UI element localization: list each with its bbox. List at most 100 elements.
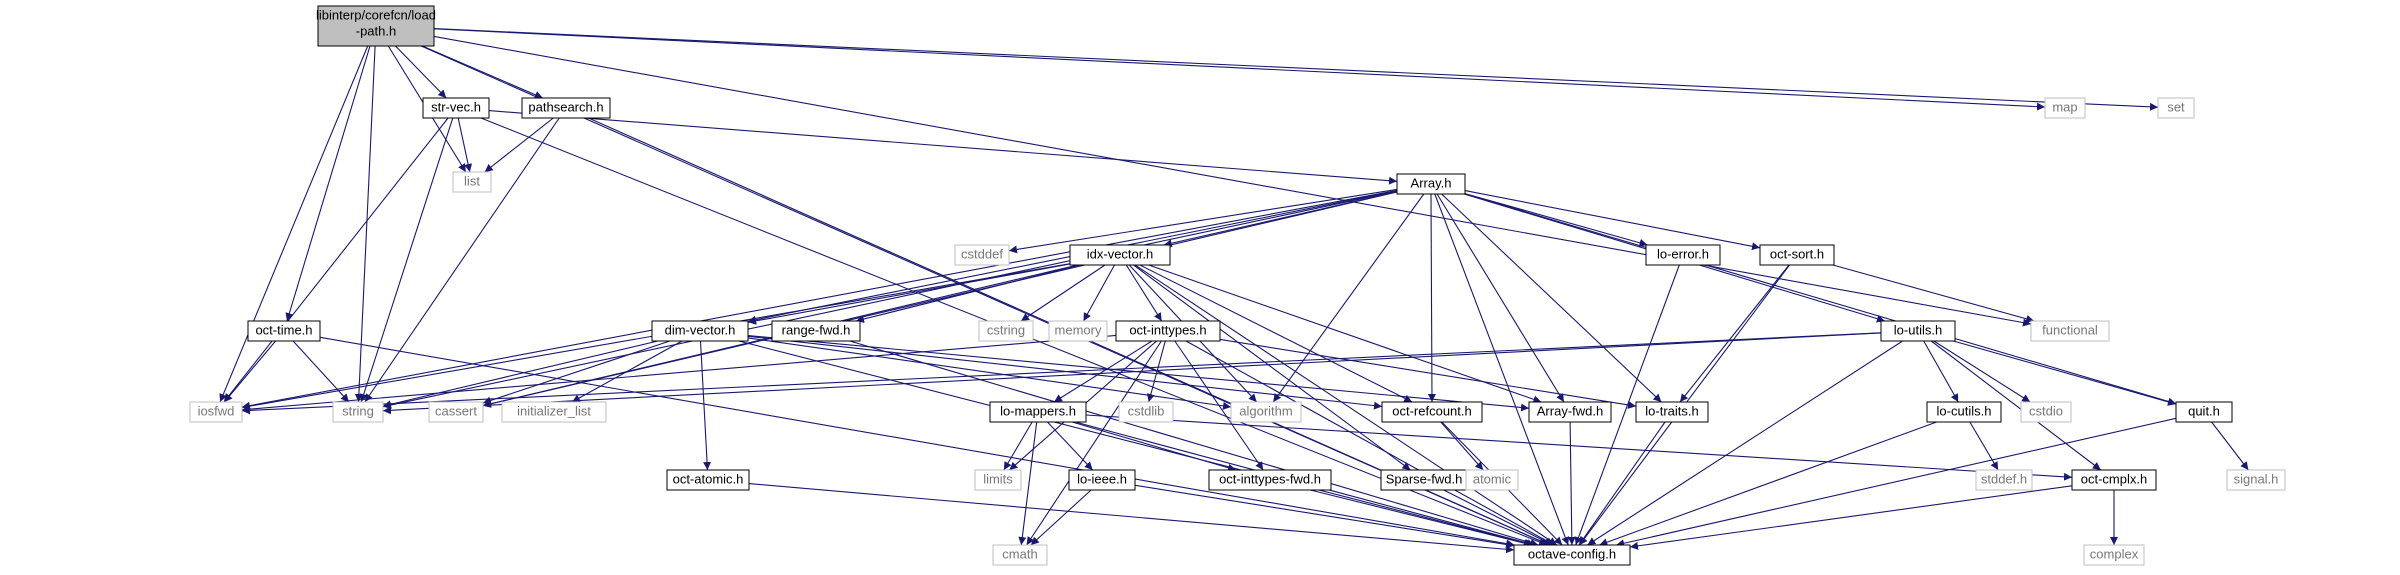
node-pathsearch[interactable]: pathsearch.h	[521, 97, 611, 119]
node-quith[interactable]: quit.h	[2175, 401, 2233, 423]
edge-line	[484, 117, 554, 173]
node-idxvector[interactable]: idx-vector.h	[1069, 244, 1171, 266]
edge-line	[1125, 264, 1163, 322]
node-octcmplx[interactable]: oct-cmplx.h	[2071, 469, 2157, 491]
node-locutils[interactable]: lo-cutils.h	[1926, 401, 2002, 423]
node-box	[521, 97, 611, 119]
edge-line	[1030, 489, 1092, 546]
edge-arrayh-to-string	[382, 190, 1398, 409]
node-loerror[interactable]: lo-error.h	[1645, 244, 1721, 266]
node-label: oct-atomic.h	[673, 471, 744, 486]
edge-arrayh-to-octaveconfig	[1434, 193, 1570, 546]
node-box	[1069, 244, 1171, 266]
edge-line	[422, 45, 544, 99]
node-label: Sparse-fwd.h	[1386, 471, 1463, 486]
edge-loutils-to-string	[382, 332, 1882, 415]
node-label: octave-config.h	[1528, 546, 1616, 561]
edge-idxvector-to-octaveconfig	[1134, 264, 1558, 546]
edge-strvec-to-iosfwd	[223, 117, 449, 403]
node-loutils[interactable]: lo-utils.h	[1880, 320, 1956, 342]
node-label: Array.h	[1411, 175, 1452, 190]
node-box	[2083, 544, 2145, 566]
node-initlist: initializer_list	[501, 401, 607, 423]
edge-lomappers-to-octcmplx	[1085, 414, 2073, 481]
edge-dimvector-to-octatomic	[699, 340, 712, 471]
edge-line	[1434, 193, 1570, 546]
node-label: range-fwd.h	[782, 322, 851, 337]
edge-arrayh-to-octrefcount	[1427, 193, 1436, 403]
node-octinttypesfwd[interactable]: oct-inttypes-fwd.h	[1208, 469, 1332, 491]
node-lomappers[interactable]: lo-mappers.h	[989, 401, 1087, 423]
edge-line	[1930, 340, 2102, 471]
edge-sparsefwd-to-octaveconfig	[1443, 489, 1553, 546]
edge-line	[1587, 340, 1903, 546]
node-loieee[interactable]: lo-ieee.h	[1068, 469, 1136, 491]
node-label: quit.h	[2188, 403, 2220, 418]
node-label: algorithm	[1239, 403, 1292, 418]
node-lotraits[interactable]: lo-traits.h	[1635, 401, 1709, 423]
node-label: oct-time.h	[255, 322, 312, 337]
edge-root-to-map	[433, 28, 2046, 111]
edge-loutils-to-iosfwd	[241, 332, 1882, 415]
node-arrayfwd[interactable]: Array-fwd.h	[1528, 401, 1612, 423]
node-box	[1528, 401, 1612, 423]
edge-line	[223, 340, 277, 403]
node-label: oct-refcount.h	[1392, 403, 1472, 418]
node-octtime[interactable]: oct-time.h	[247, 320, 321, 342]
node-label: oct-inttypes.h	[1129, 322, 1206, 337]
node-box	[1975, 469, 2033, 491]
edge-line	[1008, 188, 1398, 254]
edge-line	[241, 334, 1117, 414]
edge-line	[1464, 190, 1761, 251]
edge-lomappers-to-octinttypesfwd	[1071, 421, 1237, 472]
node-label: string	[342, 403, 374, 418]
edge-line	[364, 117, 560, 403]
edge-idxvector-to-dimvector	[747, 263, 1071, 325]
edge-line	[1832, 264, 2035, 323]
edge-idxvector-to-octrefcount	[1139, 264, 1413, 403]
edge-arrayh-to-quith	[1464, 193, 2177, 406]
node-rangefwd[interactable]: range-fwd.h	[771, 320, 861, 342]
node-cstddef: cstddef	[954, 244, 1010, 266]
edge-octsort-to-lotraits	[1679, 264, 1790, 403]
edge-rangefwd-to-octaveconfig	[849, 340, 1539, 547]
node-box	[332, 401, 384, 423]
edge-line	[382, 340, 658, 409]
edge-loutils-to-locutils	[1923, 340, 1959, 403]
node-octatomic[interactable]: oct-atomic.h	[666, 469, 750, 491]
node-set: set	[2157, 97, 2195, 119]
node-octsort[interactable]: oct-sort.h	[1759, 244, 1835, 266]
node-octrefcount[interactable]: oct-refcount.h	[1381, 401, 1483, 423]
edge-arrayh-to-iosfwd	[241, 189, 1398, 410]
node-functional: functional	[2030, 320, 2110, 342]
node-label: oct-inttypes-fwd.h	[1219, 471, 1321, 486]
edge-line	[1133, 264, 1411, 471]
node-label: initializer_list	[517, 403, 591, 418]
edge-line	[292, 340, 350, 403]
edge-line	[1629, 485, 2073, 550]
node-box	[2020, 401, 2072, 423]
node-box	[501, 401, 607, 423]
edge-line	[1464, 193, 2177, 406]
node-arrayh[interactable]: Array.h	[1396, 173, 1466, 195]
node-label: cstddef	[961, 246, 1003, 261]
node-sparsefwd[interactable]: Sparse-fwd.h	[1380, 469, 1468, 491]
node-octinttypes[interactable]: oct-inttypes.h	[1115, 320, 1221, 342]
node-label: signal.h	[2234, 471, 2279, 486]
edge-line	[354, 45, 376, 403]
node-strvec[interactable]: str-vec.h	[422, 97, 490, 119]
edge-line	[1567, 421, 1576, 546]
edge-loieee-to-octaveconfig	[1134, 484, 1515, 549]
edge-line	[748, 483, 1515, 554]
edge-dimvector-to-string	[382, 340, 658, 409]
node-octaveconfig[interactable]: octave-config.h	[1513, 544, 1631, 566]
node-box	[974, 469, 1022, 491]
node-box	[2030, 320, 2110, 342]
node-box	[1465, 469, 1519, 491]
edge-line	[1616, 417, 2177, 548]
edge-line	[1310, 489, 1532, 547]
edge-line	[433, 28, 2046, 111]
node-dimvector[interactable]: dim-vector.h	[651, 320, 749, 342]
edge-idxvector-to-rangefwd	[855, 264, 1081, 323]
node-box	[1645, 244, 1721, 266]
